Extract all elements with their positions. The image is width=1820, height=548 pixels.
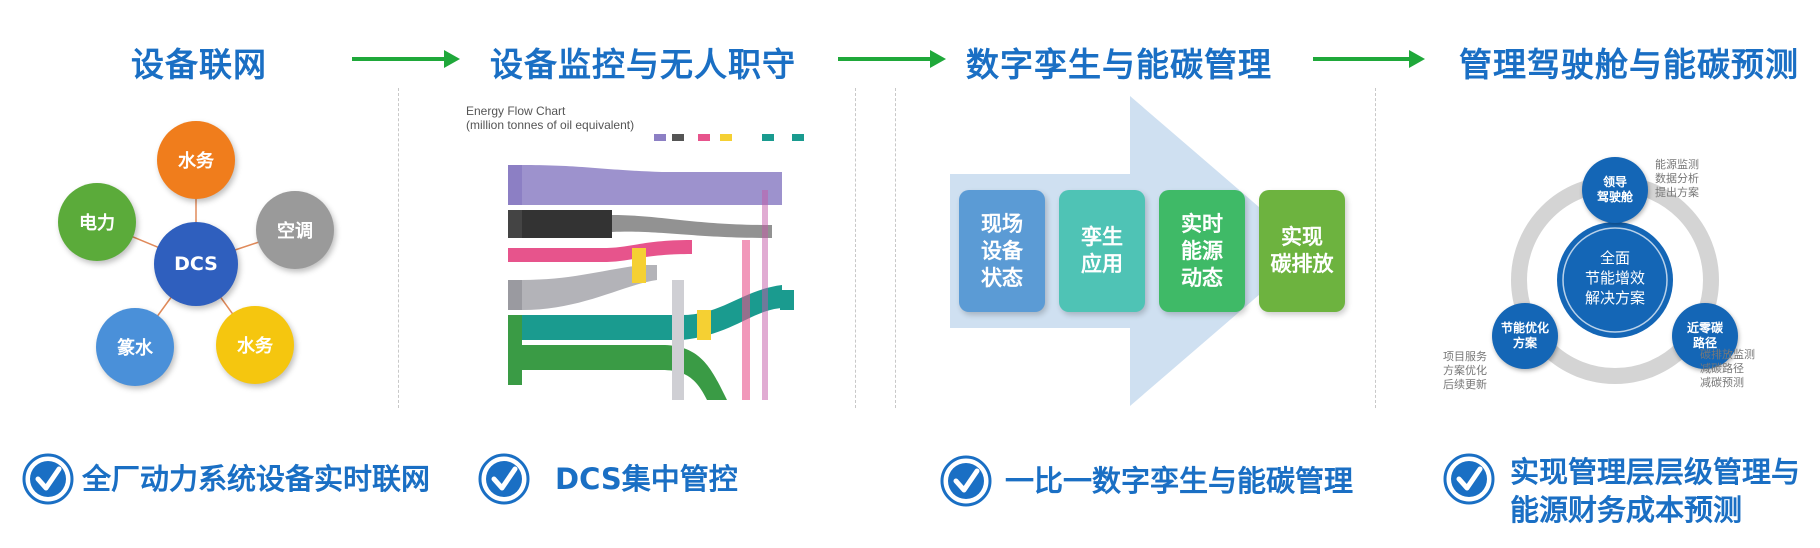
- ring-node-zero-carbon: 近零碳路径: [1672, 303, 1738, 369]
- flow-arrow-icon: [352, 50, 460, 68]
- check-badge-icon: [940, 455, 992, 507]
- sankey-subtitle: (million tonnes of oil equivalent): [466, 118, 635, 132]
- twin-step-realtime-energy: 实时 能源 动态: [1159, 190, 1245, 312]
- network-center-dcs: DCS: [154, 222, 238, 306]
- check-badge-icon: [22, 453, 74, 505]
- feature-label-digital-twin: 一比一数字孪生与能碳管理: [1005, 464, 1354, 498]
- ring-note-top: 能源监测 数据分析 提出方案: [1655, 158, 1699, 199]
- ring-note-left: 项目服务 方案优化 后续更新: [1443, 350, 1487, 391]
- section-divider: [1375, 88, 1376, 408]
- network-node-seal-water: 篆水: [96, 308, 174, 386]
- sankey-title: Energy Flow Chart: [466, 104, 566, 118]
- check-badge-icon: [1443, 453, 1495, 505]
- feature-label-cockpit: 实现管理层层级管理与 能源财务成本预测: [1510, 455, 1801, 527]
- sankey-graphic: [508, 134, 804, 400]
- check-badge-icon: [478, 453, 530, 505]
- network-node-water-2: 水务: [216, 306, 294, 384]
- flow-arrow-icon: [1313, 50, 1425, 68]
- ring-node-optimization: 节能优化方案: [1492, 303, 1558, 369]
- network-node-power: 电力: [58, 183, 136, 261]
- ring-note-right: 碳排放监测 减碳路径 减碳预测: [1700, 348, 1755, 389]
- section-divider: [895, 88, 896, 408]
- stage-title-network: 设备联网: [131, 45, 267, 84]
- stage-title-monitoring: 设备监控与无人职守: [490, 45, 796, 84]
- network-node-ac: 空调: [256, 191, 334, 269]
- stage-title-digital-twin: 数字孪生与能碳管理: [966, 45, 1272, 84]
- ring-center-text: 全面 节能增效 解决方案: [1584, 249, 1645, 307]
- stage-title-cockpit: 管理驾驶舱与能碳预测: [1459, 45, 1799, 84]
- twin-step-carbon: 实现 碳排放: [1259, 190, 1345, 312]
- network-node-water: 水务: [157, 121, 235, 199]
- section-divider: [398, 88, 399, 408]
- section-divider: [855, 88, 856, 408]
- ring-node-cockpit: 领导驾驶舱: [1582, 157, 1648, 223]
- feature-label-dcs: DCS集中管控: [555, 462, 738, 496]
- twin-step-onsite-status: 现场 设备 状态: [959, 190, 1045, 312]
- twin-step-application: 孪生 应用: [1059, 190, 1145, 312]
- feature-label-network: 全厂动力系统设备实时联网: [82, 462, 431, 496]
- flow-arrow-icon: [838, 50, 946, 68]
